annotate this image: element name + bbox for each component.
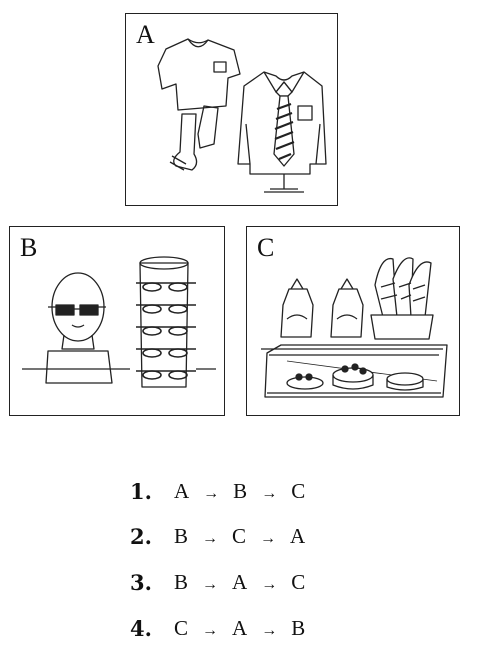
eyeglasses-shop-icon bbox=[22, 256, 216, 388]
picture-c-label: C bbox=[257, 233, 275, 262]
option-sequence: B → C → A bbox=[174, 524, 306, 549]
arrow-right-icon: → bbox=[261, 575, 279, 593]
step-letter: A bbox=[290, 523, 307, 548]
option-1[interactable]: 1. A → B → C bbox=[130, 476, 306, 506]
option-number: 3. bbox=[130, 569, 152, 595]
step-letter: C bbox=[291, 569, 307, 594]
option-4[interactable]: 4. C → A → B bbox=[130, 613, 306, 643]
arrow-right-icon: → bbox=[202, 575, 220, 593]
arrow-right-icon: → bbox=[261, 621, 279, 639]
step-letter: A bbox=[174, 478, 191, 503]
option-sequence: B → A → C bbox=[174, 570, 306, 595]
arrow-right-icon: → bbox=[261, 484, 279, 502]
option-number: 1. bbox=[130, 478, 152, 504]
option-3[interactable]: 3. B → A → C bbox=[130, 567, 306, 597]
step-letter: B bbox=[291, 615, 307, 640]
arrow-right-icon: → bbox=[203, 484, 221, 502]
step-letter: A bbox=[232, 569, 249, 594]
bakery-icon bbox=[261, 257, 448, 398]
picture-c-bakery: C bbox=[246, 226, 460, 416]
option-number: 2. bbox=[130, 523, 152, 549]
step-letter: C bbox=[232, 523, 248, 548]
step-letter: A bbox=[232, 615, 249, 640]
option-2[interactable]: 2. B → C → A bbox=[130, 521, 306, 551]
picture-b-glasses: B bbox=[9, 226, 225, 416]
picture-b-label: B bbox=[20, 233, 38, 262]
picture-a-clothes: A bbox=[125, 13, 338, 206]
arrow-right-icon: → bbox=[202, 529, 220, 547]
arrow-right-icon: → bbox=[202, 621, 220, 639]
step-letter: C bbox=[174, 615, 190, 640]
arrow-right-icon: → bbox=[260, 529, 278, 547]
picture-a-label: A bbox=[136, 20, 155, 49]
step-letter: B bbox=[174, 523, 190, 548]
step-letter: C bbox=[291, 478, 307, 503]
step-letter: B bbox=[233, 478, 249, 503]
option-sequence: A → B → C bbox=[174, 479, 306, 504]
option-sequence: C → A → B bbox=[174, 616, 306, 641]
step-letter: B bbox=[174, 569, 190, 594]
clothing-shop-icon bbox=[157, 38, 327, 193]
option-number: 4. bbox=[130, 615, 152, 641]
